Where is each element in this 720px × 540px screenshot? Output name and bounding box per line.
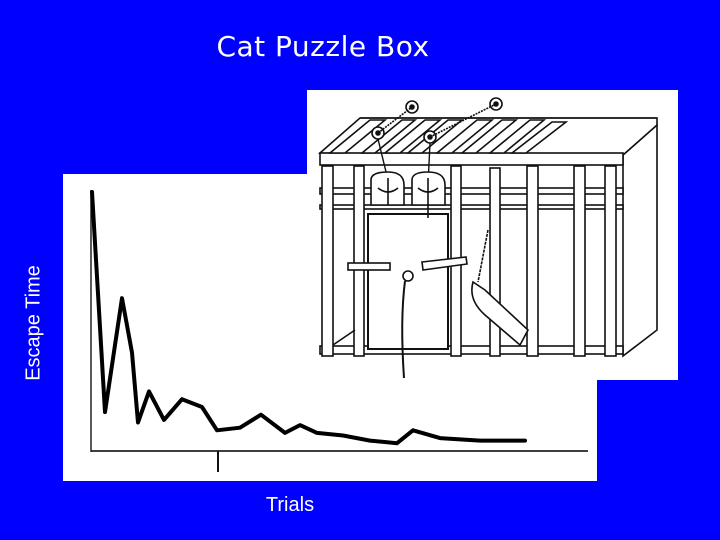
x-axis-label: Trials [265,494,315,516]
slide-title: Cat Puzzle Box [216,30,430,63]
escape-time-line [90,190,527,446]
y-axis-label: Escape Time [22,265,45,381]
puzzle-box-drawing [317,97,658,379]
